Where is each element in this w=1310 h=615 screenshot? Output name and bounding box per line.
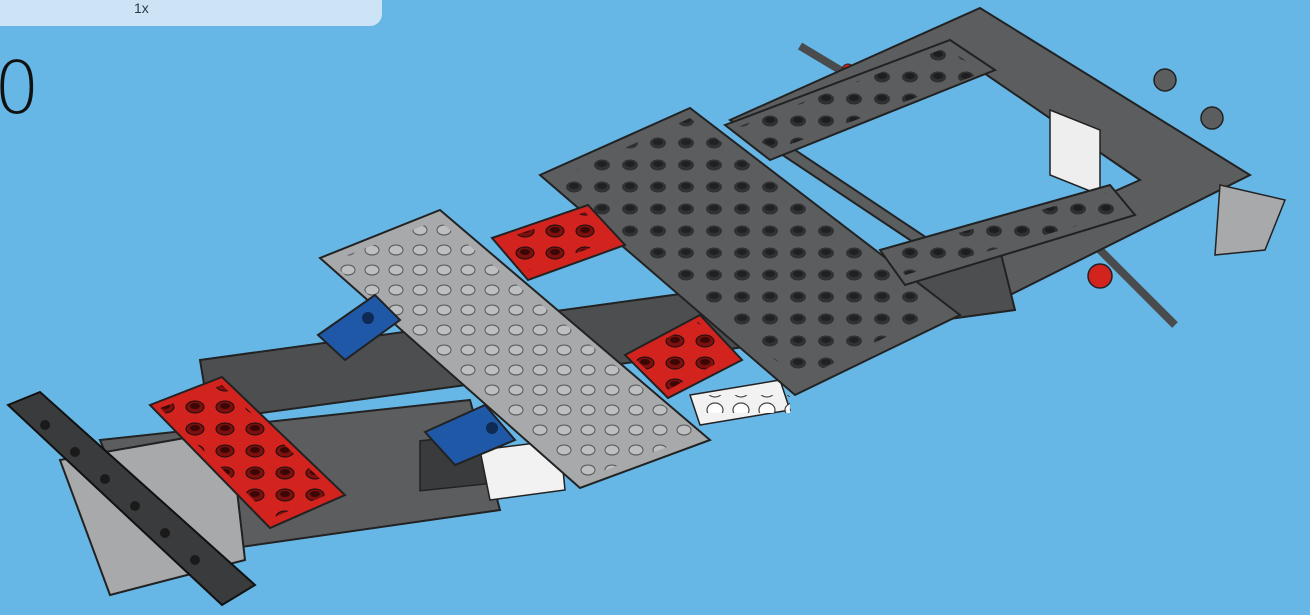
build-illustration	[0, 0, 1310, 615]
instruction-page: 1x 0	[0, 0, 1310, 615]
